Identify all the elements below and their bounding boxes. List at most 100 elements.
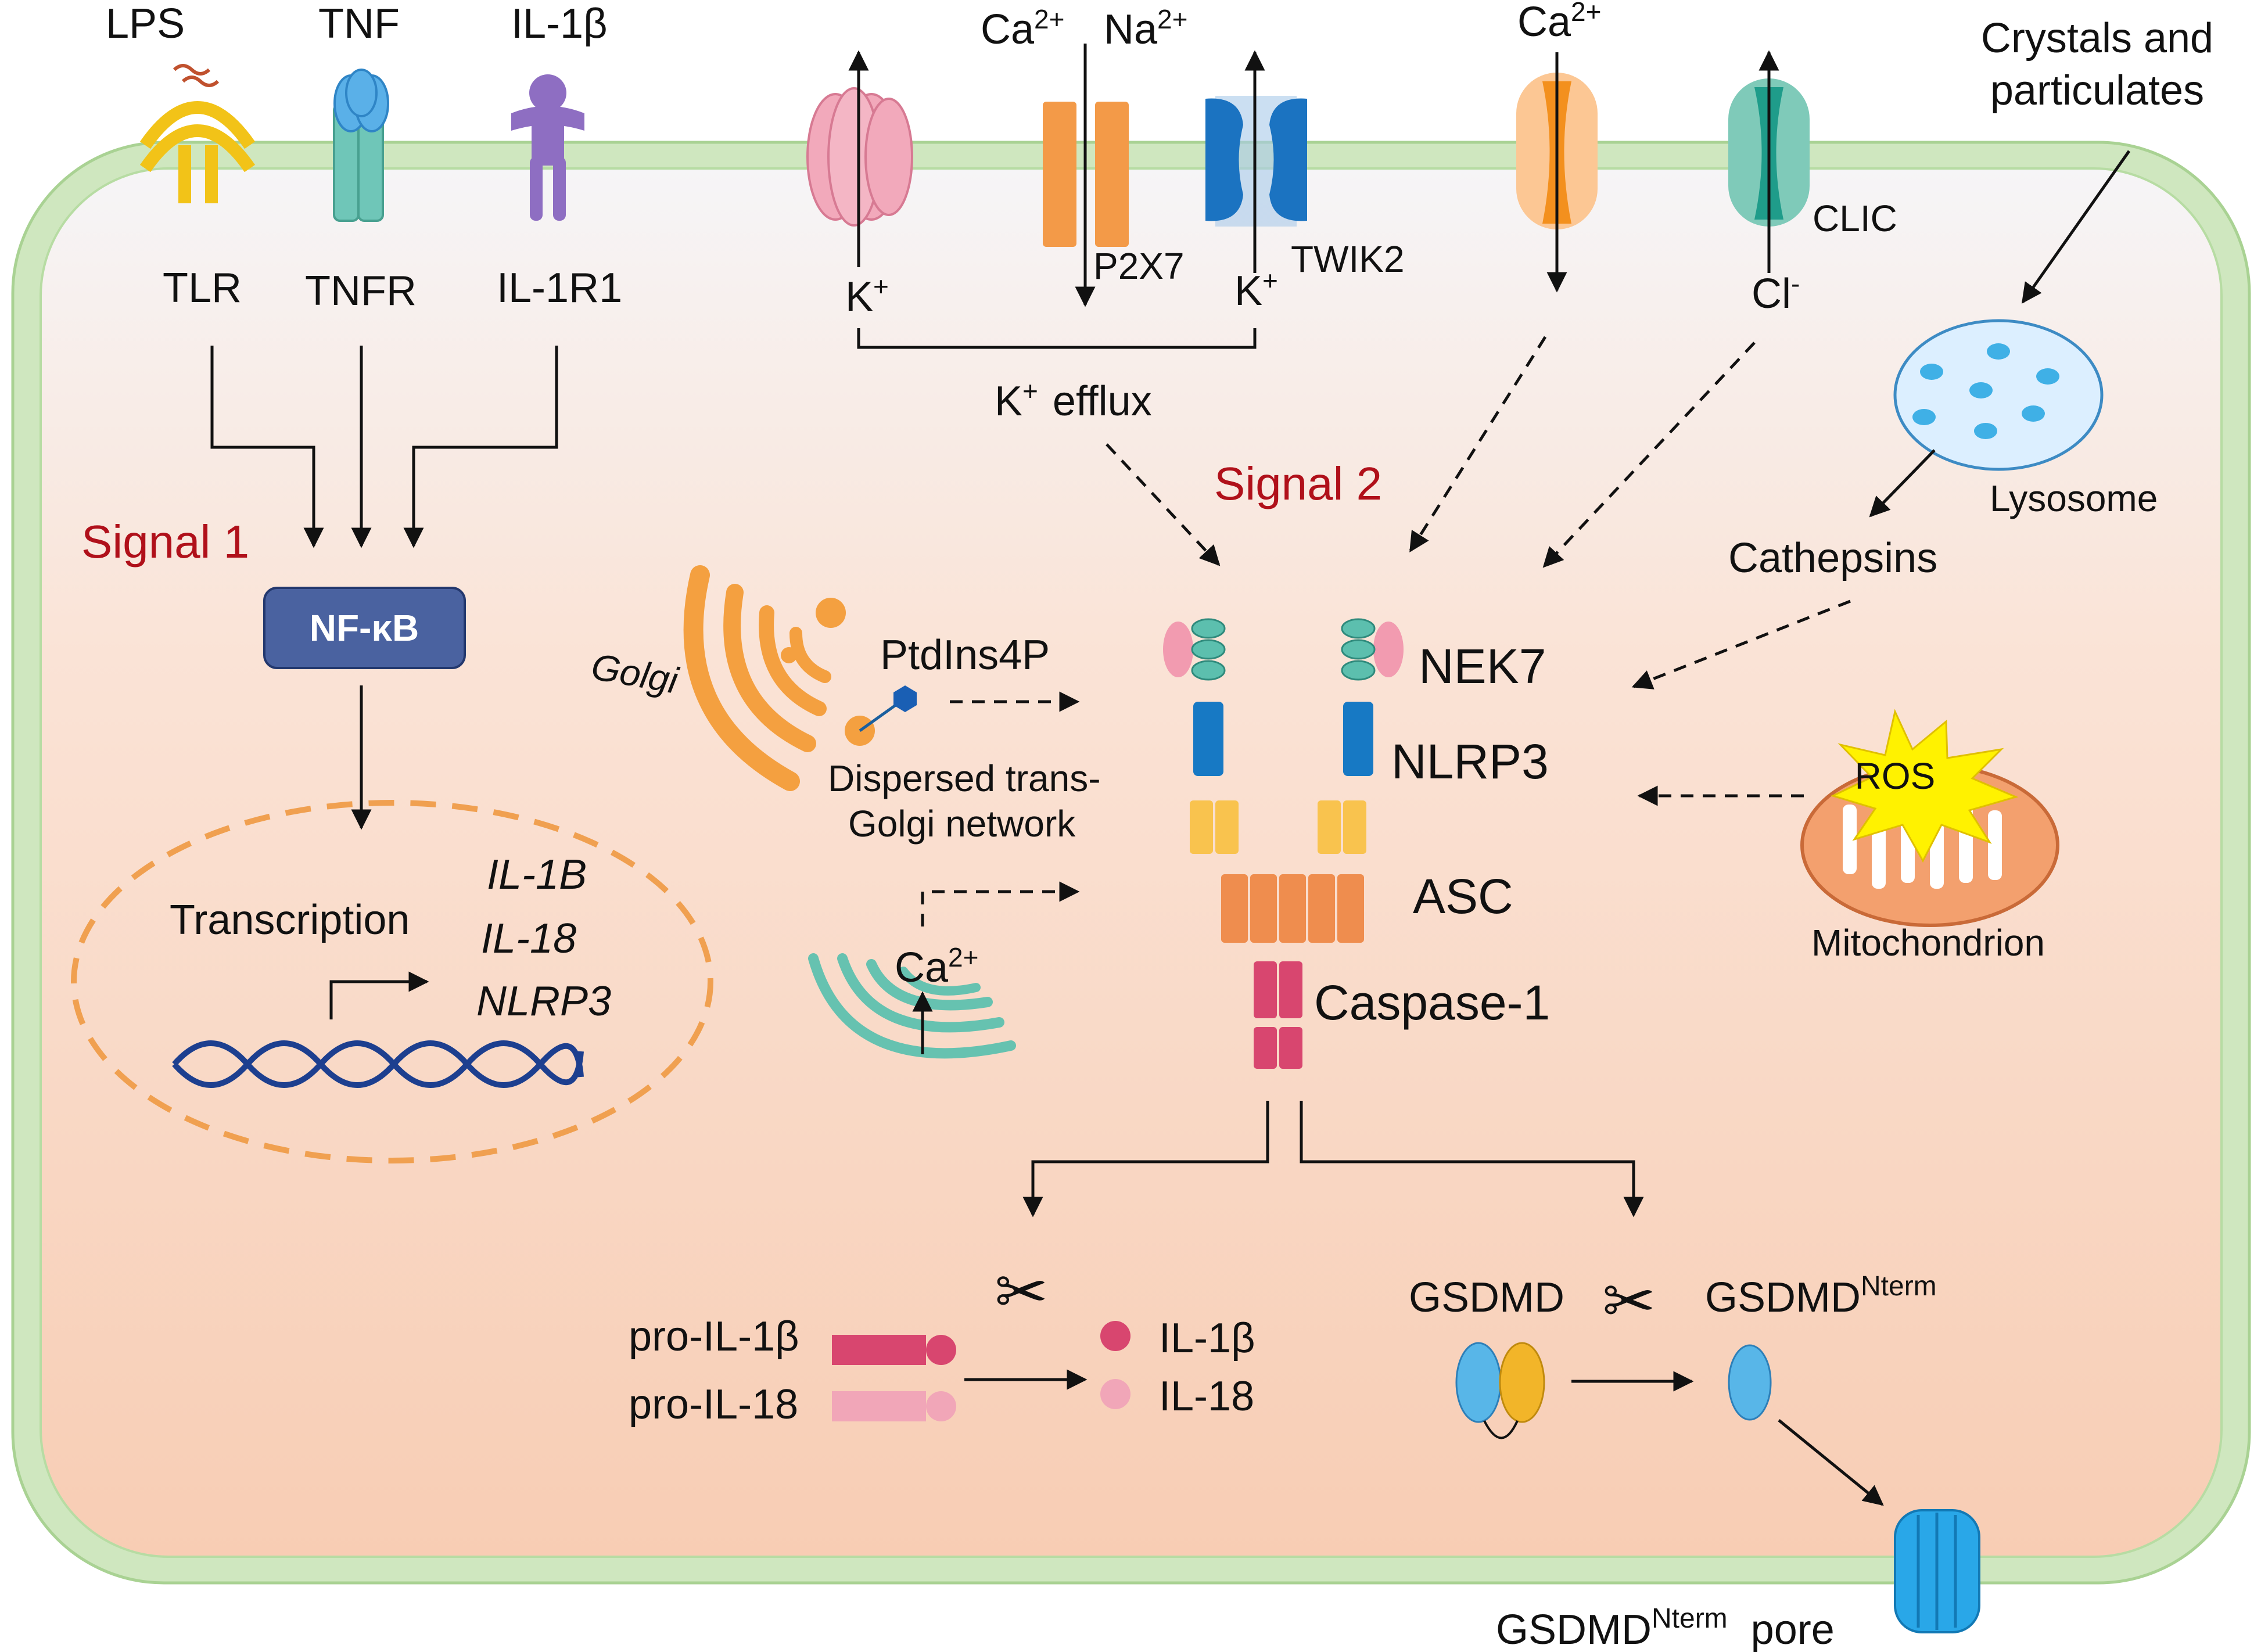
p2x7-channel-icon	[1043, 102, 1129, 247]
cl-to-inflammasome-arrow	[1542, 342, 1756, 568]
pro-il18-icon	[832, 1391, 926, 1421]
cathepsins-label: Cathepsins	[1728, 535, 1937, 581]
tnfr-receptor-icon	[333, 69, 389, 222]
ptdins4p-link	[859, 700, 902, 732]
asc-block-5	[1337, 874, 1364, 943]
caspase1-label: Caspase-1	[1314, 975, 1550, 1030]
cytoplasm	[40, 167, 2223, 1558]
crystals-label-line1: Crystals and	[1981, 15, 2213, 62]
il1r1-to-nfkb-arrow	[403, 346, 558, 548]
ptdins4p-icon	[893, 685, 917, 712]
k-label-2: K+	[1234, 265, 1278, 314]
il18-mature-label: IL-18	[1159, 1373, 1254, 1420]
tnfr-label: TNFR	[305, 268, 417, 314]
il1b-mature-label: IL-1β	[1159, 1315, 1255, 1362]
gene-il1b: IL-1B	[487, 852, 587, 898]
asc-label: ASC	[1413, 869, 1513, 924]
lysosome-to-cathepsins-arrow	[1869, 449, 1936, 518]
nlrp3-nacht-left	[1193, 702, 1223, 776]
gsdmd-nterm-icon	[1728, 1344, 1772, 1421]
nlrp3-label: NLRP3	[1391, 734, 1549, 789]
gsdmd-c-domain-icon	[1499, 1342, 1545, 1423]
nucleus	[71, 800, 713, 1163]
nlrp3-lrr-left-icon	[1191, 618, 1226, 681]
transcription-start-arrow	[329, 971, 429, 1019]
pro-il1b-head	[926, 1335, 956, 1365]
pro-il18-label: pro-IL-18	[629, 1381, 798, 1428]
nek7-right-icon	[1373, 622, 1404, 677]
gsdmd-n-domain-icon	[1455, 1342, 1502, 1423]
ros-burst-icon	[1830, 709, 2019, 863]
il1b-ligand-label: IL-1β	[511, 1, 607, 47]
pro-il18-head	[926, 1391, 956, 1421]
k-efflux-label: K+efflux	[995, 376, 1152, 425]
nlrp3-nacht-right	[1343, 702, 1373, 776]
caspase1-block-2	[1279, 961, 1302, 1018]
gene-il18: IL-18	[481, 915, 576, 962]
nfkb-label: NF-κB	[310, 607, 419, 649]
pro-il1b-icon	[832, 1335, 926, 1365]
nterm-to-pore-arrow	[1778, 1419, 1884, 1506]
golgi-icon	[683, 565, 831, 791]
caspase1-block-3	[1254, 1027, 1277, 1069]
gsdmd-label: GSDMD	[1409, 1274, 1564, 1321]
gsdmd-linker	[1483, 1420, 1519, 1439]
k-label-1: K+	[845, 271, 889, 320]
nlrp3-pyd-left-a	[1190, 800, 1213, 854]
lysosome-icon	[1893, 319, 2104, 471]
nek7-left-icon	[1163, 622, 1193, 677]
nek7-label: NEK7	[1419, 639, 1546, 694]
transcription-label: Transcription	[170, 897, 410, 943]
twik2-channel-icon	[1205, 96, 1307, 227]
er-icon	[808, 953, 1016, 1059]
caspase1-block-1	[1254, 961, 1277, 1018]
k-efflux-to-inflammasome-arrow	[1106, 443, 1221, 566]
ros-label: ROS	[1855, 755, 1936, 797]
lps-label: LPS	[106, 1, 185, 47]
nfkb-box	[263, 587, 466, 669]
nlrp3-pyd-right-b	[1343, 800, 1366, 854]
ca-to-inflammasome-arrow	[1409, 336, 1547, 552]
tlr-label: TLR	[163, 265, 242, 311]
p2x7-label: P2X7	[1093, 245, 1185, 287]
crystals-to-lysosome-arrow	[2021, 150, 2131, 304]
lysosome-label: Lysosome	[1990, 477, 2158, 519]
twik2-label: TWIK2	[1291, 238, 1405, 280]
asc-block-4	[1308, 874, 1335, 943]
er-ca-to-inflammasome-arrow	[921, 881, 1080, 926]
signal-1-label: Signal 1	[81, 516, 249, 568]
ca-label-1: Ca2+	[981, 4, 1065, 53]
mitochondrion-label: Mitochondrion	[1811, 922, 2045, 964]
gsdmd-pore-icon	[1894, 1509, 1980, 1633]
nlrp3-pyd-right-a	[1318, 800, 1341, 854]
dispersed-tgn-line1: Dispersed trans-	[828, 757, 1101, 799]
nlrp3-pyd-left-b	[1215, 800, 1239, 854]
signal-2-label: Signal 2	[1214, 458, 1382, 509]
ptdins4p-label: PtdIns4P	[880, 632, 1050, 678]
er-ca-label: Ca2+	[895, 942, 979, 991]
gsdmd-nterm-label: GSDMDNterm	[1705, 1271, 1937, 1321]
asc-block-3	[1279, 874, 1306, 943]
tlr-receptor-icon	[139, 64, 256, 203]
caspase-to-cytokines-arrow	[1022, 1101, 1269, 1218]
pro-il1b-label: pro-IL-1β	[629, 1313, 799, 1360]
asc-block-1	[1221, 874, 1248, 943]
crystals-label-line2: particulates	[1990, 67, 2204, 114]
il1b-mature-icon	[1100, 1321, 1130, 1351]
gene-nlrp3: NLRP3	[476, 978, 611, 1025]
caspase-to-gsdmd-arrow	[1300, 1101, 1644, 1218]
cathepsins-to-inflammasome-arrow	[1631, 599, 1851, 689]
dispersed-tgn-line2: Golgi network	[848, 803, 1076, 845]
dna-helix-icon	[172, 1040, 584, 1088]
tnf-label: TNF	[318, 1, 400, 47]
cl-label: Cl-	[1752, 268, 1800, 317]
il1r1-label: IL-1R1	[497, 265, 622, 311]
ca-label-2: Ca2+	[1517, 0, 1602, 45]
caspase1-block-4	[1279, 1027, 1302, 1069]
il18-mature-icon	[1100, 1379, 1130, 1409]
asc-block-2	[1250, 874, 1277, 943]
na-label: Na2+	[1104, 4, 1188, 53]
golgi-vesicle-1	[816, 598, 846, 628]
